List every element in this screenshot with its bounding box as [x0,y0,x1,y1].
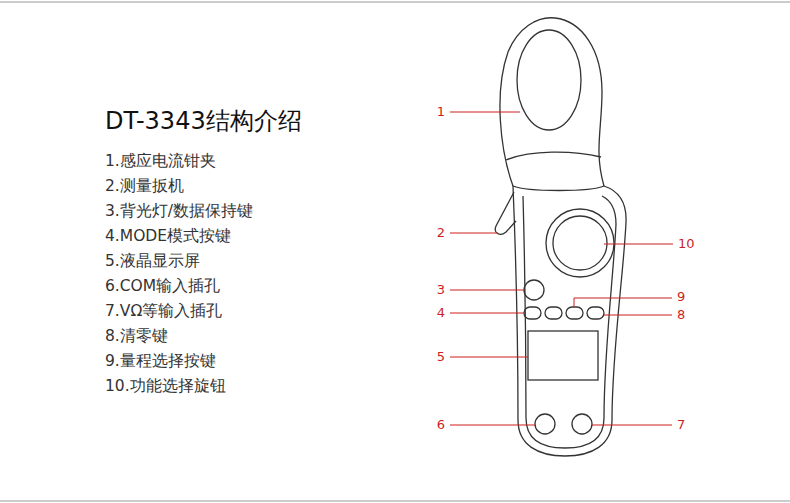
button [545,307,562,319]
clamp-opening [517,30,581,130]
backlight-hold-button [524,280,544,300]
meter-body [513,186,626,456]
leader-line [450,425,535,426]
leader-line [450,233,498,234]
callout-number: 10 [678,236,695,252]
bottom-rule [0,500,790,502]
v-ohm-jack [572,414,592,434]
callout-number: 4 [437,305,445,321]
part-list-item: 5.液晶显示屏 [105,252,200,271]
callout-number: 5 [437,349,445,365]
rotary-knob [553,216,607,270]
leader-line [450,290,524,291]
leader-line [450,357,528,358]
callout-number: 9 [677,289,685,305]
body-inner-edge [523,196,616,448]
part-list-item: 4.MODE模式按键 [105,227,231,246]
leader-line [450,313,524,314]
part-list-item: 2.测量扳机 [105,177,184,196]
diagram-title: DT-3343结构介绍 [105,107,302,136]
callout-number: 2 [437,225,445,241]
leader-line [604,315,672,316]
range-button [566,307,583,319]
callout-number: 7 [677,417,685,433]
part-list-item: 10.功能选择旋钮 [105,377,226,396]
leader-line [604,244,673,245]
leader-line [450,112,520,113]
callout-number: 3 [437,282,445,298]
top-rule [0,1,790,3]
part-list-item: 3.背光灯/数据保持键 [105,202,253,221]
part-list-item: 1.感应电流钳夹 [105,152,216,171]
callout-number: 6 [437,417,445,433]
part-list-item: 7.VΩ等输入插孔 [105,302,222,321]
lcd-screen [528,331,598,380]
mode-button [524,307,541,319]
trigger [495,192,516,234]
part-list-item: 9.量程选择按键 [105,352,216,371]
callout-number: 8 [677,307,685,323]
part-list-item: 6.COM输入插孔 [105,277,220,296]
zero-button [587,307,604,319]
jaw-band [506,152,601,160]
clamp-jaw [500,18,604,186]
leader-line [574,298,672,307]
callout-number: 1 [437,104,445,120]
rotary-knob-outer [546,209,614,277]
part-list-item: 8.清零键 [105,327,168,346]
leader-line [592,425,672,426]
com-jack [535,414,555,434]
